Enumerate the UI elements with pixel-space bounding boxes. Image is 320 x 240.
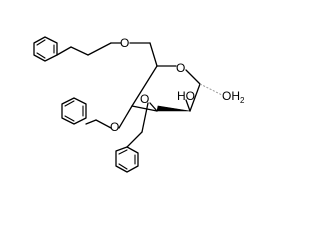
label-o4: O: [110, 120, 119, 134]
bond-c2-oh: [185, 99, 191, 112]
benzene-ring-bottom: [115, 146, 139, 173]
bond-c1-c2: [189, 83, 201, 112]
molecule-canvas: O O O O HO OH 2: [33, 36, 245, 173]
bond-c1-oh-wavy: [199, 83, 223, 96]
label-ring-oxygen: O: [176, 61, 185, 75]
bond-c3-c4: [131, 105, 158, 112]
bond-c2-c3-wedge: [156, 105, 191, 112]
bond-c6-c5: [149, 42, 158, 67]
bond-o5-c1: [185, 69, 201, 85]
bond-o4-ch2: [95, 119, 112, 129]
structure-diagram: O O O O HO OH 2: [33, 36, 245, 173]
label-anomeric-oh: OH: [222, 89, 240, 103]
bond-ring1-ch2: [56, 46, 72, 56]
label-hydroxyl: HO: [177, 89, 195, 103]
label-anomeric-subscript: 2: [240, 96, 245, 105]
bond-c4-o4: [118, 105, 133, 129]
benzene-ring-middle: [61, 97, 87, 125]
benzene-ring-top: [33, 36, 58, 62]
bond-ch2-ring2: [85, 119, 97, 125]
bond-c3-o3: [149, 102, 158, 112]
bond-c4-c5: [131, 65, 158, 107]
bond-ch2a: [87, 42, 112, 56]
pyranose-ring: [131, 65, 201, 112]
bond-ch2-o6: [70, 46, 89, 56]
label-o3: O: [140, 92, 149, 106]
label-o6: O: [120, 36, 129, 50]
bond-o3-ch2: [141, 102, 149, 133]
bond-ch2-ring3: [126, 131, 143, 148]
